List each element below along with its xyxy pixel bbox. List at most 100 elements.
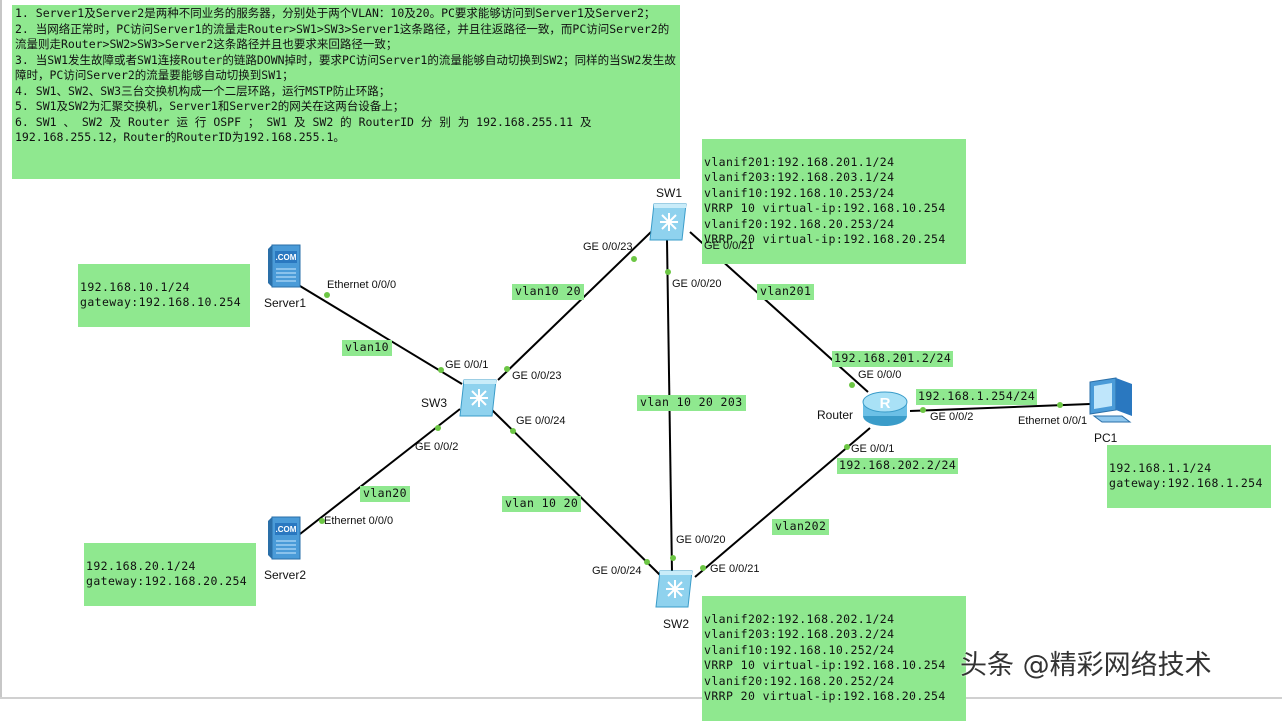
sw2-config-line: VRRP 20 virtual-ip:192.168.20.254 (704, 689, 946, 703)
port-label-sw3-ge23: GE 0/0/23 (512, 370, 562, 382)
canvas-left-border (0, 0, 2, 699)
pc1-device[interactable] (1086, 376, 1136, 426)
link-label-sw1-router: vlan201 (757, 284, 815, 300)
link-server1-sw3 (299, 285, 463, 385)
server2-ip-line: 192.168.20.1/24 (86, 558, 196, 573)
sw2-config-line: VRRP 10 virtual-ip:192.168.10.254 (704, 658, 946, 672)
port-dot-sw3-ge1 (438, 367, 444, 373)
requirement-1: 1. Server1及Server2是两种不同业务的服务器，分别处于两个VLAN… (15, 6, 656, 20)
router-letter: R (880, 395, 891, 412)
requirement-6: 6. SW1 、 SW2 及 Router 运 行 OSPF ； SW1 及 S… (15, 114, 592, 145)
server1-device[interactable]: .COM (266, 243, 302, 289)
port-dot-sw3-ge24 (510, 428, 516, 434)
port-dot-sw1-ge23 (631, 256, 637, 262)
requirement-3: 3. 当SW1发生故障或者SW1连接Router的链路DOWN掉时，要求PC访问… (15, 52, 676, 83)
port-dot-pc1-eth (1057, 402, 1063, 408)
port-label-router-ge0: GE 0/0/0 (858, 369, 902, 381)
switch-icon (649, 203, 687, 241)
link-label-sw3-sw2: vlan 10 20 (502, 496, 582, 512)
link-router-pc1 (909, 403, 1091, 412)
pc1-label: PC1 (1094, 431, 1118, 445)
requirement-5: 5. SW1及SW2为汇聚交换机，Server1和Server2的网关在这两台设… (15, 99, 405, 113)
sw1-config-line: VRRP 10 virtual-ip:192.168.10.254 (704, 201, 946, 215)
sw2-config-line: vlanif202:192.168.202.1/24 (704, 611, 895, 626)
port-dot-sw3-ge23 (504, 366, 510, 372)
router-ge0-ip-note: 192.168.201.2/24 (832, 351, 954, 367)
port-dot-router-ge1 (844, 444, 850, 450)
switch-sw3[interactable] (456, 376, 500, 420)
server-icon: .COM (268, 244, 301, 288)
port-dot-router-ge2 (920, 407, 926, 413)
port-label-sw1-ge23: GE 0/0/23 (583, 241, 633, 253)
port-dot-server1-eth (324, 292, 330, 298)
sw3-label: SW3 (421, 396, 448, 410)
port-label-sw2-ge20: GE 0/0/20 (676, 534, 726, 546)
link-router-sw2 (694, 427, 871, 578)
port-label-server1-eth: Ethernet 0/0/0 (327, 279, 397, 291)
link-label-server1-sw3: vlan10 (342, 340, 392, 356)
link-label-server2-sw3: vlan20 (360, 486, 410, 502)
router-device[interactable]: R (860, 386, 910, 430)
pc-icon (1089, 377, 1132, 423)
sw1-config-line: vlanif201:192.168.201.1/24 (704, 154, 895, 169)
port-label-sw2-ge21: GE 0/0/21 (710, 563, 760, 575)
port-dot-router-ge0 (849, 382, 855, 388)
server2-ip-line: gateway:192.168.20.254 (86, 574, 248, 588)
requirements-note: 1. Server1及Server2是两种不同业务的服务器，分别处于两个VLAN… (12, 5, 680, 179)
canvas-bottom-border (0, 697, 1282, 699)
port-label-pc1-eth: Ethernet 0/0/1 (1018, 415, 1088, 427)
sw2-config-line: vlanif20:192.168.20.252/24 (704, 673, 895, 688)
router-icon: R (862, 391, 908, 426)
server1-label: Server1 (264, 296, 307, 310)
link-sw3-sw2 (491, 409, 661, 576)
link-label-sw1-sw2: vlan 10 20 203 (637, 395, 746, 411)
sw2-config-line: vlanif203:192.168.203.2/24 (704, 627, 895, 641)
sw1-config-line: vlanif20:192.168.20.253/24 (704, 216, 895, 231)
server2-device[interactable]: .COM (266, 515, 302, 561)
pc1-ip-line: 192.168.1.1/24 (1109, 460, 1212, 475)
port-dot-sw1-ge20 (665, 269, 671, 275)
link-server2-sw3 (299, 408, 461, 535)
pc1-ip-line: gateway:192.168.1.254 (1109, 476, 1263, 490)
port-label-router-ge1: GE 0/0/1 (851, 443, 895, 455)
port-label-sw3-ge2: GE 0/0/2 (415, 441, 459, 453)
switch-sw1[interactable] (646, 200, 690, 244)
link-label-router-sw2: vlan202 (772, 519, 830, 535)
server-screen-text: .COM (276, 525, 297, 534)
port-label-server2-eth: Ethernet 0/0/0 (324, 515, 394, 527)
router-ge2-ip-note: 192.168.1.254/24 (916, 389, 1038, 405)
switch-icon (459, 379, 497, 417)
server-icon: .COM (268, 516, 301, 560)
port-label-sw3-ge24: GE 0/0/24 (516, 415, 566, 427)
requirement-2: 2. 当网络正常时，PC访问Server1的流量走Router>SW1>SW3>… (15, 21, 670, 52)
sw1-config-line: vlanif203:192.168.203.1/24 (704, 170, 895, 184)
port-dot-sw2-ge20 (670, 555, 676, 561)
server1-ip-line: gateway:192.168.10.254 (80, 295, 242, 309)
watermark-text: 头条 @精彩网络技术 (960, 650, 1212, 681)
port-dot-sw3-ge2 (435, 425, 441, 431)
router-label: Router (817, 408, 854, 422)
port-dot-sw2-ge24 (644, 559, 650, 565)
port-label-router-ge2: GE 0/0/2 (930, 411, 974, 423)
server2-label: Server2 (264, 568, 307, 582)
sw2-config-line: vlanif10:192.168.10.252/24 (704, 642, 895, 657)
switch-icon (655, 570, 693, 608)
port-label-sw3-ge1: GE 0/0/1 (445, 359, 489, 371)
sw1-label: SW1 (656, 186, 683, 200)
switch-sw2[interactable] (652, 567, 696, 611)
sw1-config-line: VRRP 20 virtual-ip:192.168.20.254 (704, 232, 946, 246)
link-label-sw3-sw1: vlan10 20 (512, 284, 584, 300)
link-sw3-sw1 (497, 231, 652, 381)
port-dot-sw2-ge21 (700, 565, 706, 571)
port-dot-server2-eth (319, 518, 325, 524)
server1-ip-line: 192.168.10.1/24 (80, 279, 190, 294)
port-label-sw2-ge24: GE 0/0/24 (592, 565, 642, 577)
sw1-config-line: vlanif10:192.168.10.253/24 (704, 185, 895, 200)
sw2-label: SW2 (663, 617, 690, 631)
router-ge1-ip-note: 192.168.202.2/24 (837, 458, 959, 474)
server-screen-text: .COM (276, 253, 297, 262)
